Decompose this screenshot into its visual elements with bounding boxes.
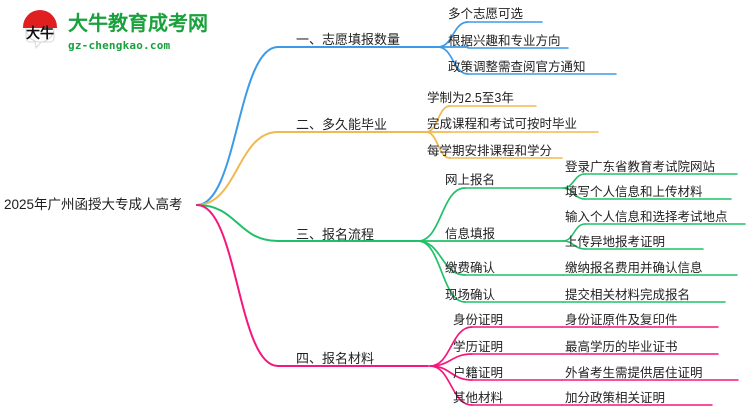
leaf-node-4-2-1: 最高学历的毕业证书 [565,340,678,354]
leaf-node-1-3: 政策调整需查阅官方通知 [448,60,586,74]
leaf-node-3-1-1: 登录广东省教育考试院网站 [565,160,716,174]
leaf-node-4-3-1: 外省考生需提供居住证明 [565,366,703,380]
logo-mark-text: 大牛 [26,25,54,42]
subnode-3-1: 网上报名 [445,173,496,187]
leaf-node-1-1: 多个志愿可选 [448,7,524,21]
subnode-4-4: 其他材料 [453,391,504,405]
branch-node-3: 三、报名流程 [296,227,375,242]
subnode-4-1: 身份证明 [453,313,504,327]
leaf-node-2-3: 每学期安排课程和学分 [427,144,553,158]
branch-node-4: 四、报名材料 [296,351,375,366]
leaf-node-3-1-2: 填写个人信息和上传材料 [565,185,703,199]
logo-brand-en: gz-chengkao.com [68,39,171,52]
site-logo: 大牛 大牛教育成考网 gz-chengkao.com [18,6,208,52]
subnode-4-2: 学历证明 [453,340,504,354]
mindmap-root-node: 2025年广州函授大专成人高考 [4,197,183,212]
subnode-3-4: 现场确认 [445,288,496,302]
leaf-node-1-2: 根据兴趣和专业方向 [448,34,561,48]
subnode-4-3: 户籍证明 [453,366,504,380]
leaf-node-2-1: 学制为2.5至3年 [427,91,514,105]
subnode-3-3: 缴费确认 [445,261,496,275]
leaf-node-3-2-2: 上传异地报考证明 [565,235,666,249]
leaf-node-4-1-1: 身份证原件及复印件 [565,313,678,327]
logo-brand-cn: 大牛教育成考网 [68,11,208,35]
logo-wordmark: 大牛教育成考网 gz-chengkao.com [68,7,208,52]
branch-node-2: 二、多久能毕业 [296,117,388,132]
leaf-node-3-2-1: 输入个人信息和选择考试地点 [565,210,728,224]
leaf-node-3-4-1: 提交相关材料完成报名 [565,288,691,302]
branch-node-1: 一、志愿填报数量 [296,32,401,47]
subnode-3-2: 信息填报 [445,227,496,241]
leaf-node-3-3-1: 缴纳报名费用并确认信息 [565,261,703,275]
bull-logo-icon: 大牛 [23,10,57,50]
leaf-node-2-2: 完成课程和考试可按时毕业 [427,117,578,131]
leaf-node-4-4-1: 加分政策相关证明 [565,391,666,405]
